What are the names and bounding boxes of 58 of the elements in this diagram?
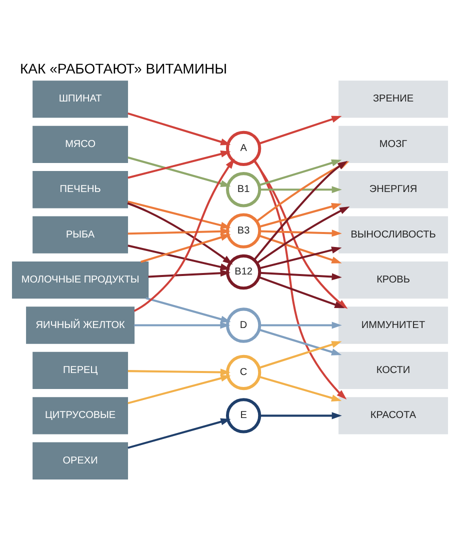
arrow	[260, 321, 342, 328]
arrow	[146, 296, 231, 322]
arrow	[148, 269, 230, 278]
arrow	[134, 158, 235, 312]
arrow	[258, 234, 342, 263]
node-box: МЯСО	[32, 125, 128, 162]
node-box: ПЕРЕЦ	[32, 351, 128, 389]
arrow	[260, 186, 342, 193]
node-circle: C	[226, 354, 262, 390]
node-circle: E	[226, 398, 262, 433]
arrow	[128, 418, 231, 448]
arrow	[258, 375, 342, 401]
arrow	[258, 115, 342, 144]
node-circle: B1	[226, 172, 262, 207]
node-box: ЗРЕНИЕ	[338, 80, 448, 118]
node-circle: B12	[226, 254, 262, 290]
arrow	[260, 229, 342, 236]
arrow	[128, 200, 231, 228]
arrow	[259, 246, 342, 269]
arrow	[258, 158, 342, 186]
diagram-title: КАК «РАБОТАЮТ» ВИТАМИНЫ	[20, 60, 228, 76]
arrow	[128, 112, 231, 145]
node-box: ЯИЧНЫЙ ЖЕЛТОК	[26, 306, 135, 344]
arrow	[254, 160, 348, 308]
arrow	[259, 202, 342, 228]
node-box: МОЛОЧНЫЕ ПРОДУКТЫ	[12, 260, 149, 298]
node-box: ПЕЧЕНЬ	[32, 170, 128, 208]
node-circle: D	[226, 307, 262, 342]
arrow	[128, 244, 230, 270]
node-circle: A	[226, 130, 262, 166]
node-box: ОРЕХИ	[32, 442, 128, 479]
node-circle: B3	[226, 212, 262, 248]
arrow	[260, 412, 342, 419]
arrow	[128, 156, 231, 186]
node-box: ШПИНАТ	[32, 80, 128, 118]
arrow	[254, 160, 348, 260]
arrow	[258, 340, 342, 368]
arrow	[127, 202, 233, 264]
arrow	[128, 227, 231, 234]
arrow	[258, 328, 342, 355]
arrow	[140, 233, 231, 262]
node-box: КРАСОТА	[338, 396, 448, 434]
arrow	[254, 159, 347, 400]
node-box: ЭНЕРГИЯ	[338, 170, 448, 208]
node-box: РЫБА	[32, 216, 128, 253]
arrow	[256, 206, 350, 264]
arrow	[128, 374, 231, 404]
node-box: ИММУНИТЕТ	[338, 306, 448, 344]
arrow	[134, 321, 230, 328]
node-box: ЦИТРУСОВЫЕ	[32, 396, 128, 434]
node-box: ВЫНОСЛИВОСТЬ	[338, 216, 448, 253]
arrow	[128, 368, 231, 376]
node-box: КРОВЬ	[338, 260, 448, 298]
arrow	[260, 271, 342, 280]
arrow	[258, 276, 345, 308]
node-box: МОЗГ	[338, 125, 448, 162]
arrow	[128, 150, 231, 178]
node-box: КОСТИ	[338, 351, 448, 389]
